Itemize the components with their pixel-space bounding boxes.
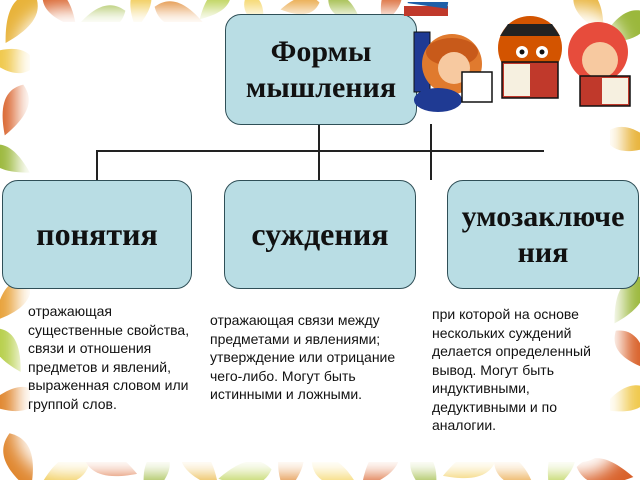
cartoon-children-reading-illustration	[402, 0, 640, 114]
node-concepts-label: понятия	[36, 216, 158, 253]
node-inferences: умозаключения	[447, 180, 639, 289]
node-concepts: понятия	[2, 180, 192, 289]
node-inferences-label: умозаключения	[461, 199, 625, 269]
judgments-description: отражающая связи между предметами и явле…	[210, 312, 396, 402]
inferences-description: при которой на основе нескольких суждени…	[432, 306, 591, 433]
connector-line	[318, 150, 320, 180]
connector-line	[430, 124, 432, 180]
root-node: Формы мышления	[225, 14, 417, 125]
concepts-description: отражающая существенные свойства, связи …	[28, 303, 190, 412]
connector-line	[96, 150, 98, 180]
node-judgments-label: суждения	[251, 216, 389, 253]
node-judgments: суждения	[224, 180, 416, 289]
root-node-label: Формы мышления	[245, 34, 397, 104]
connector-line	[96, 150, 544, 152]
connector-line	[318, 124, 320, 150]
